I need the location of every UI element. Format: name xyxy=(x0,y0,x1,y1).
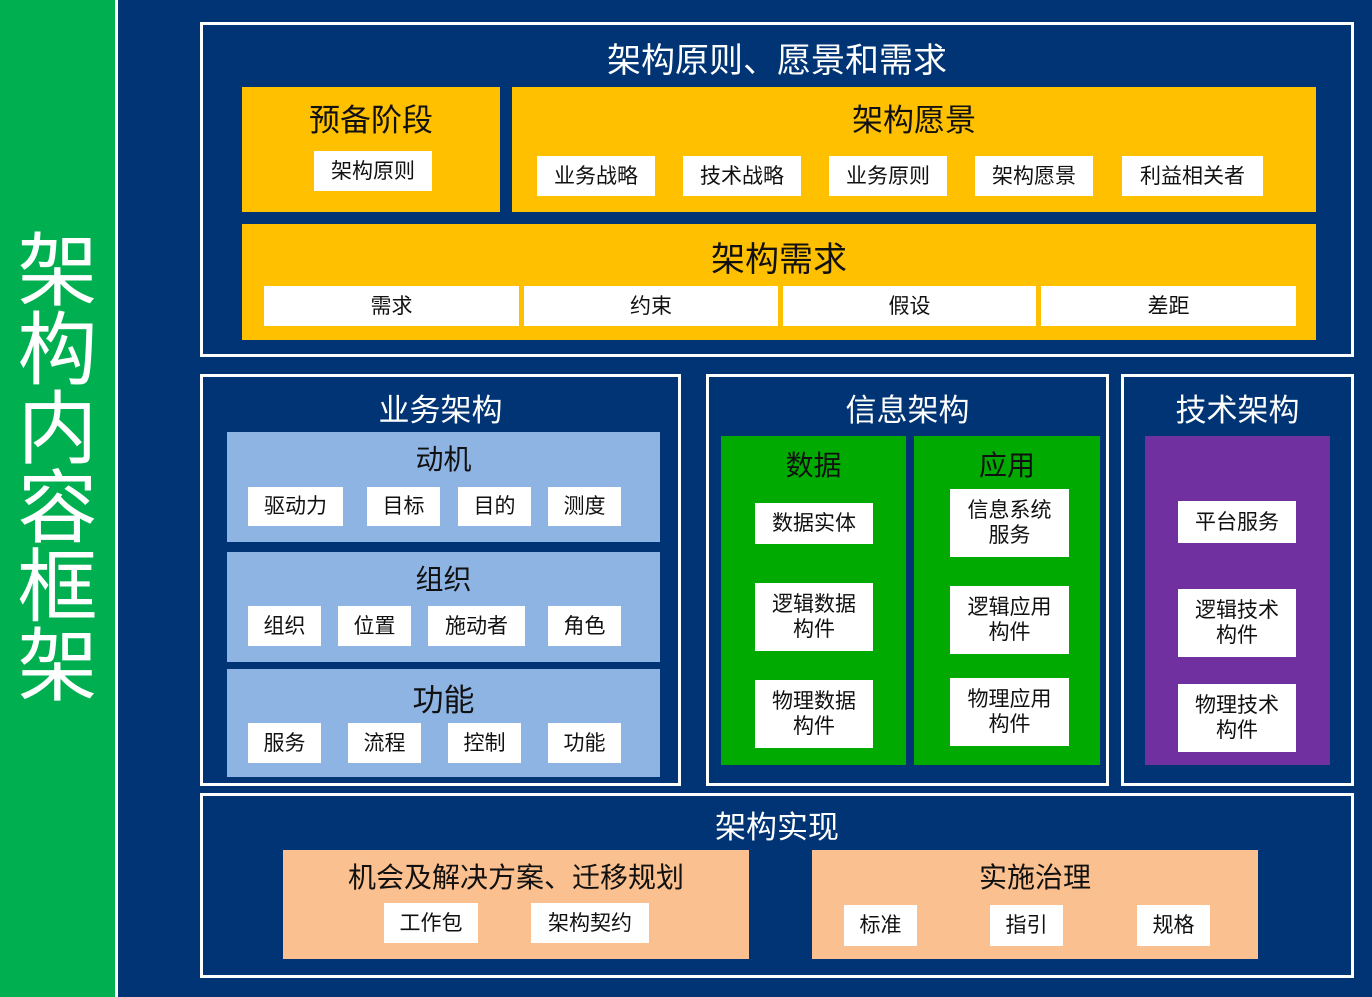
sidebar-char: 架 xyxy=(17,225,98,318)
item-box: 目标 xyxy=(367,487,440,526)
item-box: 目的 xyxy=(458,487,531,526)
item-box: 平台服务 xyxy=(1178,501,1296,543)
item-box: 物理应用 构件 xyxy=(950,678,1069,746)
item-box: 业务战略 xyxy=(537,156,655,196)
group-title: 功能 xyxy=(412,683,475,719)
item-box: 驱动力 xyxy=(248,487,343,526)
item-box: 组织 xyxy=(248,606,321,646)
sidebar-char: 容 xyxy=(17,462,98,555)
item-box: 逻辑技术 构件 xyxy=(1178,589,1296,657)
item-box: 角色 xyxy=(548,606,621,646)
realization-title: 架构实现 xyxy=(715,810,839,846)
item-box: 位置 xyxy=(338,606,411,646)
item-box: 差距 xyxy=(1041,286,1296,326)
item-box: 测度 xyxy=(548,487,621,526)
sidebar-title: 架 构 内 容 框 架 xyxy=(0,225,115,713)
application-title: 应用 xyxy=(978,449,1035,482)
item-box: 服务 xyxy=(248,723,321,763)
principles-title: 架构原则、愿景和需求 xyxy=(607,41,947,81)
group-title: 动机 xyxy=(415,443,472,476)
item-box: 架构原则 xyxy=(314,151,432,191)
item-box: 工作包 xyxy=(384,903,478,943)
item-box: 信息系统 服务 xyxy=(950,489,1069,557)
item-box: 逻辑应用 构件 xyxy=(950,586,1069,654)
item-box: 技术战略 xyxy=(683,156,801,196)
opportunities-title: 机会及解决方案、迁移规划 xyxy=(347,861,684,894)
item-box: 需求 xyxy=(264,286,519,326)
data-title: 数据 xyxy=(785,449,842,482)
sidebar-char: 架 xyxy=(17,620,98,713)
item-box: 施动者 xyxy=(428,606,525,646)
preliminary-box: 预备阶段 xyxy=(242,87,500,212)
sidebar-char: 框 xyxy=(17,541,98,634)
item-box: 逻辑数据 构件 xyxy=(755,583,873,651)
item-box: 物理技术 构件 xyxy=(1178,684,1296,752)
sidebar-char: 构 xyxy=(17,304,98,397)
item-box: 利益相关者 xyxy=(1122,156,1263,196)
governance-title: 实施治理 xyxy=(978,861,1091,894)
item-box: 业务原则 xyxy=(829,156,947,196)
sidebar-char: 内 xyxy=(17,383,98,476)
preliminary-title: 预备阶段 xyxy=(309,103,433,139)
item-box: 控制 xyxy=(448,723,521,763)
item-box: 数据实体 xyxy=(755,503,873,544)
requirements-title: 架构需求 xyxy=(711,240,847,280)
group-title: 组织 xyxy=(415,563,472,596)
item-box: 规格 xyxy=(1137,905,1210,946)
item-box: 架构愿景 xyxy=(975,156,1093,196)
business-title: 业务架构 xyxy=(378,393,503,429)
item-box: 指引 xyxy=(990,905,1063,946)
opportunities-box: 机会及解决方案、迁移规划 xyxy=(283,850,749,959)
item-box: 物理数据 构件 xyxy=(755,680,873,748)
vision-title: 架构愿景 xyxy=(852,103,976,139)
item-box: 流程 xyxy=(348,723,421,763)
item-box: 约束 xyxy=(524,286,778,326)
sidebar: 架 构 内 容 框 架 xyxy=(0,0,115,997)
item-box: 功能 xyxy=(548,723,621,763)
technology-title: 技术架构 xyxy=(1175,393,1300,429)
item-box: 标准 xyxy=(844,905,917,946)
item-box: 假设 xyxy=(783,286,1036,326)
information-title: 信息架构 xyxy=(845,393,970,429)
item-box: 架构契约 xyxy=(531,903,649,943)
